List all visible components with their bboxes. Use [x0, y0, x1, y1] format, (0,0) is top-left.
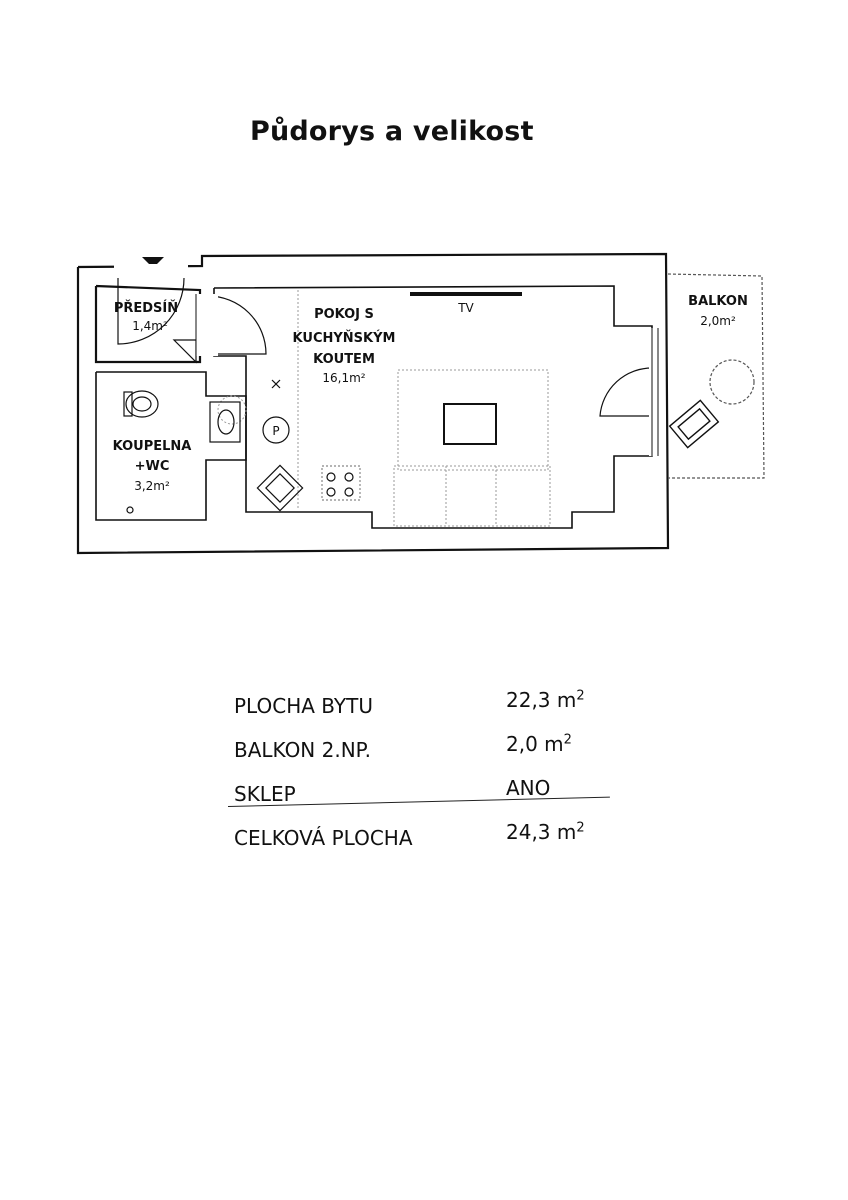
entrance-arrow-icon: [142, 257, 164, 268]
room-pokoj-label-1: POKOJ S: [314, 307, 374, 322]
door-gaps: [114, 264, 659, 456]
bathroom-walls: [95, 371, 247, 521]
room-koupelna-area: 3,2m²: [134, 479, 170, 493]
room-predsin-label: PŘEDSÍŇ: [114, 300, 178, 316]
room-koupelna-label-1: KOUPELNA: [113, 439, 192, 454]
dining-table: [443, 403, 497, 445]
balcony-chair-icon: [668, 399, 720, 449]
tv-label: TV: [457, 301, 474, 315]
balcony: [667, 273, 765, 479]
page-title: Půdorys a velikost: [250, 116, 534, 147]
area-row-plocha-bytu: PLOCHA BYTU 22,3 m2: [228, 686, 618, 720]
area-row-balkon: BALKON 2.NP. 2,0 m2: [228, 730, 618, 764]
room-predsin-area: 1,4m²: [132, 319, 168, 333]
area-row-label: PLOCHA BYTU: [234, 694, 373, 718]
area-row-value: 22,3 m2: [506, 688, 585, 712]
room-pokoj-label-3: KOUTEM: [313, 352, 375, 367]
area-row-celkova-plocha: CELKOVÁ PLOCHA 24,3 m2: [228, 818, 618, 852]
window-lines: [195, 294, 659, 456]
room-balkon-area: 2,0m²: [700, 314, 736, 328]
area-row-label: SKLEP: [234, 782, 296, 806]
boiler-label: P: [272, 424, 279, 438]
room-labels: PŘEDSÍŇ 1,4m² POKOJ S KUCHYŇSKÝM KOUTEM …: [113, 294, 748, 493]
furniture-outlines: [217, 290, 551, 527]
bathroom-fixtures: [123, 390, 241, 514]
area-row-label: CELKOVÁ PLOCHA: [234, 826, 413, 850]
outer-walls: [76, 252, 670, 555]
living-room-walls: [213, 285, 653, 529]
kitchen-appliances: [256, 379, 361, 512]
area-row-label: BALKON 2.NP.: [234, 738, 371, 762]
area-row-value: 24,3 m2: [506, 820, 585, 844]
room-koupelna-label-2: +WC: [135, 459, 170, 474]
room-pokoj-label-2: KUCHYŇSKÝM: [293, 330, 396, 346]
boiler-icon: [262, 416, 290, 444]
area-row-sklep: SKLEP ANO: [228, 774, 618, 808]
room-pokoj-area: 16,1m²: [322, 371, 365, 385]
area-row-value: ANO: [506, 776, 551, 800]
area-row-value: 2,0 m2: [506, 732, 572, 756]
room-balkon-label: BALKON: [688, 294, 748, 309]
floor-plan: P PŘEDSÍŇ 1,4m² POKOJ S KUCHYŇSKÝM KOUTE…: [76, 252, 765, 555]
